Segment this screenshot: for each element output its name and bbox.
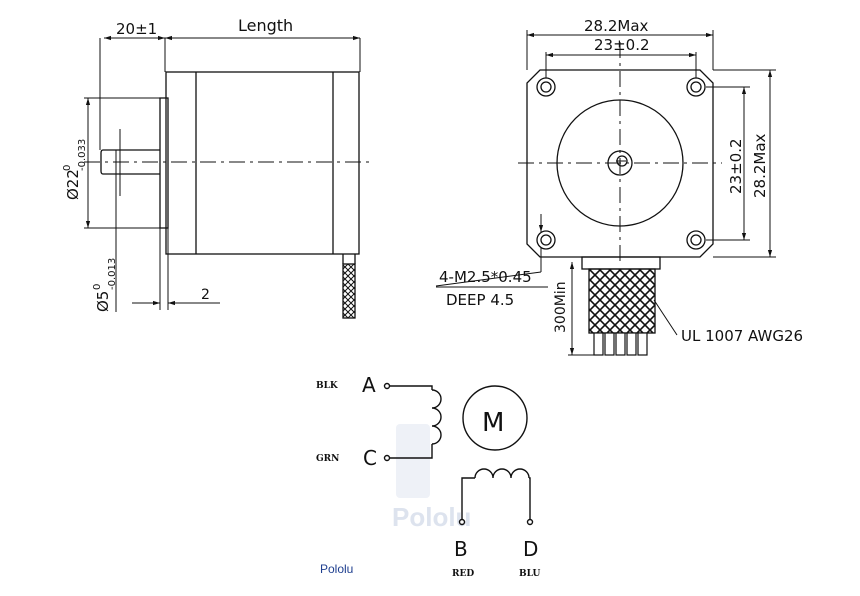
watermark-text: Pololu (392, 502, 471, 532)
boss-diameter-label: Ø22 0 -0.033 (62, 139, 88, 200)
svg-text:0: 0 (62, 165, 73, 171)
svg-text:-0.013: -0.013 (107, 258, 118, 290)
wire-color-grn: GRN (316, 454, 339, 464)
mounting-hole (536, 230, 556, 250)
terminal-c-letter: C (363, 446, 377, 470)
length-label: Length (238, 16, 293, 35)
terminal-a-dot (383, 382, 391, 390)
lead-length-label: 300Min (553, 281, 569, 333)
mounting-hole (536, 77, 556, 97)
flange-dimension-label: 20±1 (116, 20, 157, 38)
terminal-b-dot (458, 518, 466, 526)
thread-depth-label: DEEP 4.5 (446, 291, 514, 309)
cable-spec-label: UL 1007 AWG26 (681, 327, 803, 345)
mounting-hole (686, 230, 706, 250)
height-max-label: 28.2Max (751, 133, 769, 198)
flange-thickness-label: 2 (201, 287, 210, 303)
cable-gland (581, 256, 661, 270)
terminal-a-letter: A (362, 373, 376, 397)
shaft (100, 149, 160, 175)
motor-body-outline (165, 71, 360, 255)
coil-ac (431, 389, 442, 445)
svg-text:-0.033: -0.033 (77, 139, 88, 171)
motor-symbol-letter: M (482, 408, 504, 438)
mounting-hole (686, 77, 706, 97)
side-view (84, 35, 372, 319)
wire-color-blu: BLU (519, 569, 540, 579)
flange-boss (159, 97, 169, 229)
terminal-c-dot (383, 454, 391, 462)
terminal-d-letter: D (523, 537, 538, 561)
brand-label: Pololu (320, 562, 353, 576)
pilot-diameter-label: Ø5 0 -0.013 (92, 258, 118, 312)
svg-text:Ø22: Ø22 (64, 169, 82, 200)
terminal-d-dot (526, 518, 534, 526)
wiring-schematic (383, 382, 534, 526)
wire-color-red: RED (452, 569, 474, 579)
pololu-watermark: Pololu (392, 424, 471, 532)
vertical-hole-spacing-label: 23±0.2 (727, 138, 745, 194)
svg-text:Ø5: Ø5 (94, 291, 112, 312)
motor-symbol-circle (462, 385, 528, 451)
side-lead-wire (342, 263, 356, 319)
schematic-labels: M A BLK C GRN B RED D BLU Pololu (316, 373, 540, 579)
wire-color-blk: BLK (316, 381, 339, 391)
width-max-label: 28.2Max (584, 17, 649, 35)
side-view-labels: 20±1 Length Ø22 0 -0.033 Ø5 0 -0.013 2 (62, 16, 293, 312)
front-view-labels: 28.2Max 23±0.2 23±0.2 28.2Max 4-M2.5*0.4… (439, 17, 803, 345)
lead-wire-ends (593, 332, 648, 356)
hole-spacing-label: 23±0.2 (594, 36, 650, 54)
cable-bundle (588, 268, 656, 334)
coil-bd (474, 468, 530, 479)
thread-spec-label: 4-M2.5*0.45 (439, 268, 532, 286)
front-view (435, 30, 776, 356)
terminal-b-letter: B (454, 537, 468, 561)
front-flange-outline (526, 69, 714, 258)
svg-text:0: 0 (92, 284, 103, 290)
